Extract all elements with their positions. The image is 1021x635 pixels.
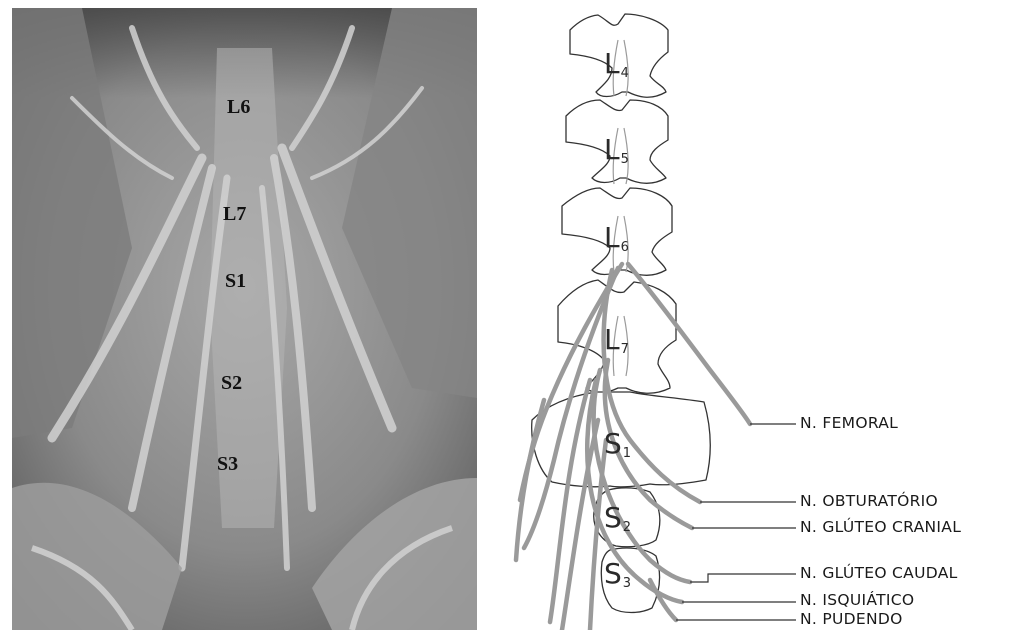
vertebra-label-s1: S1 bbox=[604, 430, 631, 460]
vertebra-label-s3: S3 bbox=[604, 560, 631, 590]
vertebra-label-l4: L4 bbox=[604, 50, 629, 80]
nerve-label-gluteo-cranial: N. GLÚTEO CRANIAL bbox=[800, 520, 961, 536]
nerve-label-obturatorio: N. OBTURATÓRIO bbox=[800, 494, 938, 510]
photo-label-l7: L7 bbox=[223, 203, 246, 226]
vertebra-label-l5: L5 bbox=[604, 136, 629, 166]
lumbosacral-diagram: L4 L5 L6 L7 S1 S2 S3 N. FEMORAL N. OBTUR… bbox=[500, 0, 1021, 630]
photo-label-s2: S2 bbox=[221, 372, 242, 395]
nerve-label-pudendo: N. PUDENDO bbox=[800, 612, 903, 628]
leader-gluteo-caudal bbox=[690, 574, 796, 582]
dissection-photo: L6 L7 S1 S2 S3 bbox=[12, 8, 477, 630]
vertebra-label-l7: L7 bbox=[604, 326, 629, 356]
nerve-label-gluteo-caudal: N. GLÚTEO CAUDAL bbox=[800, 566, 958, 582]
nerve-label-femoral: N. FEMORAL bbox=[800, 416, 898, 432]
photo-label-s3: S3 bbox=[217, 453, 238, 476]
photo-label-s1: S1 bbox=[225, 270, 246, 293]
vertebra-label-l6: L6 bbox=[604, 224, 629, 254]
vertebra-label-s2: S2 bbox=[604, 504, 631, 534]
photo-label-l6: L6 bbox=[227, 96, 250, 119]
nerve-label-isquiatico: N. ISQUIÁTICO bbox=[800, 593, 914, 609]
